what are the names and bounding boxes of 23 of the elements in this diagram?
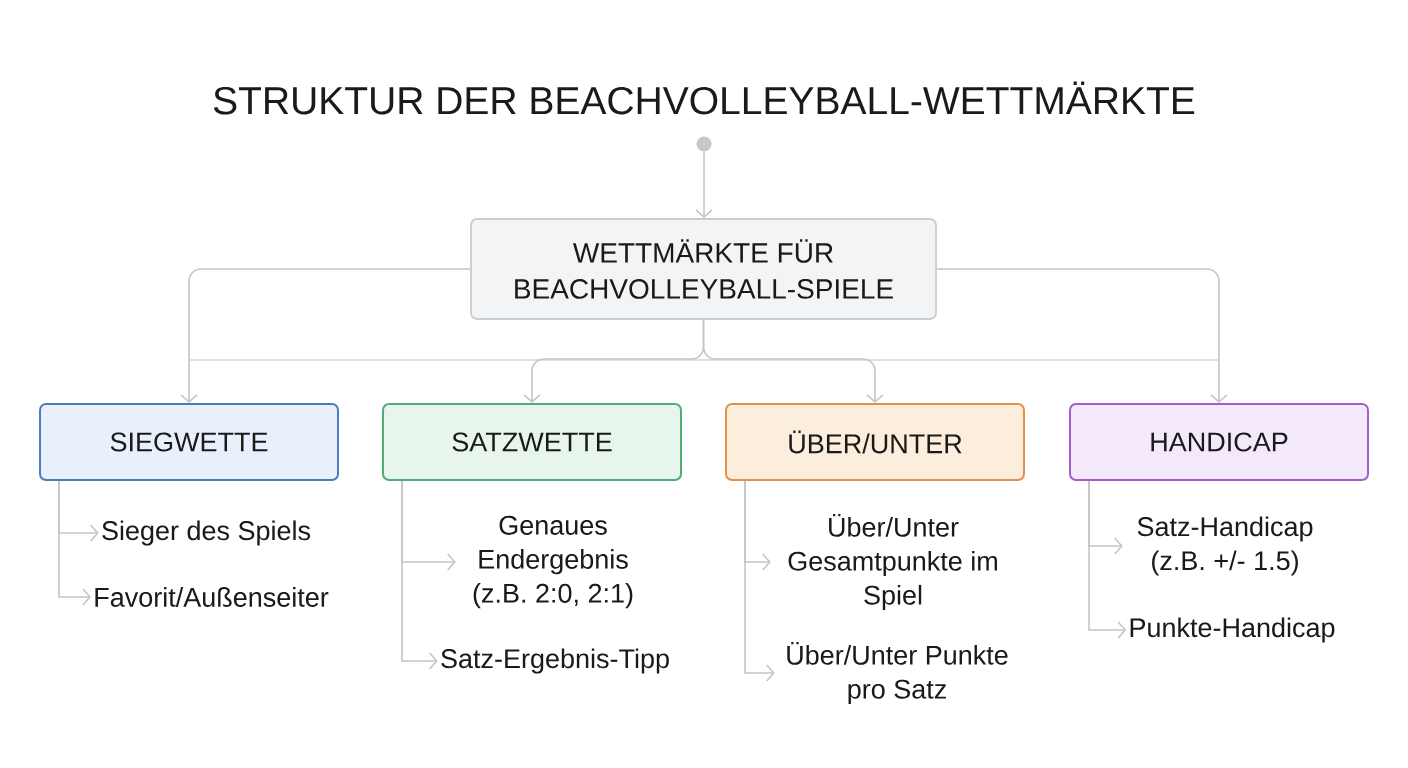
option-text: Über/Unter Punkte pro Satz — [787, 641, 1008, 705]
option-text: Favorit/Außenseiter — [95, 587, 329, 607]
option-text: Satz-Ergebnis-Tipp — [441, 648, 669, 674]
option-text: Punkte-Handicap — [1130, 617, 1335, 643]
arrow — [744, 480, 775, 682]
category-box: ÜBER/UNTER — [725, 403, 1025, 481]
title: STRUKTUR DER BEACHVOLLEYBALL-WETTMÄRKTE — [213, 81, 1195, 115]
root-box: WETTMÄRKTE FÜR BEACHVOLLEYBALL-SPIELE — [470, 218, 937, 320]
start-dot — [696, 136, 712, 152]
arrow — [1088, 480, 1127, 639]
option-text: Über/Unter Gesamtpunkte im Spiel — [788, 513, 997, 611]
arrow — [180, 268, 471, 403]
arrow — [58, 480, 91, 606]
category-box: SIEGWETTE — [39, 403, 339, 481]
option-text: Sieger des Spiels — [102, 520, 311, 546]
arrow — [695, 150, 713, 219]
category-box: HANDICAP — [1069, 403, 1369, 481]
arrow — [936, 268, 1228, 403]
category-box: SATZWETTE — [382, 403, 682, 481]
option-text: Satz-Handicap (z.B. +/- 1.5) — [1137, 516, 1313, 576]
arrow — [702, 319, 884, 403]
option-text: Genaues Endergebnis (z.B. 2:0, 2:1) — [473, 515, 633, 609]
arrow — [401, 480, 438, 670]
